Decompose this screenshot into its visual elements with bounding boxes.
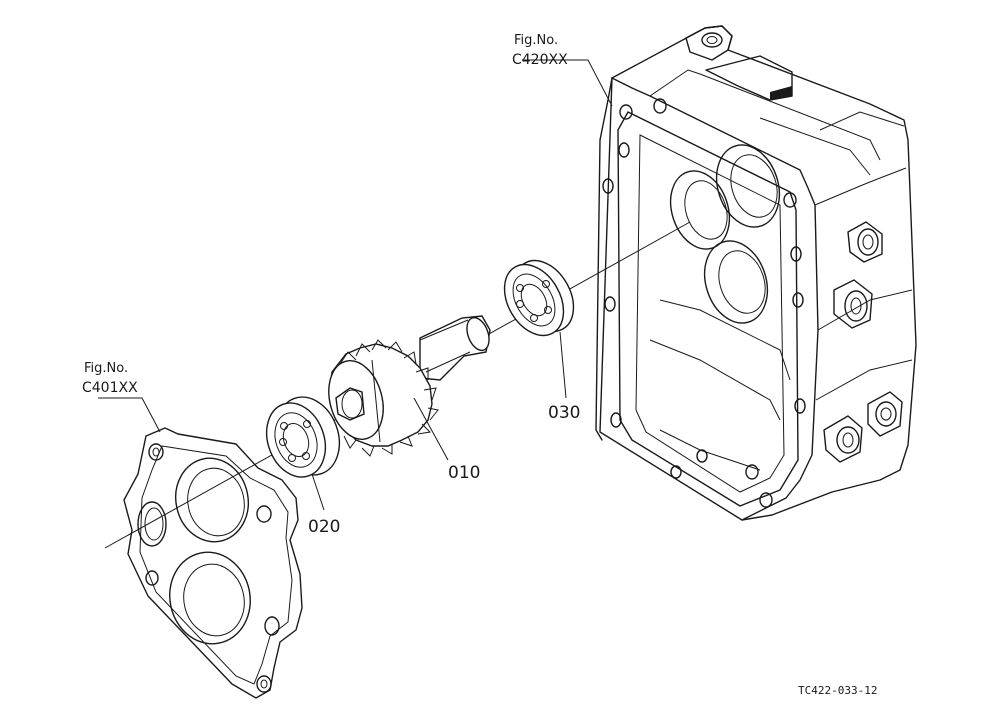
- housing-upper-bore: [669, 144, 781, 250]
- side-boss: [847, 221, 883, 263]
- housing-fig-code: C420XX: [512, 52, 568, 68]
- cover-fig-code: C401XX: [82, 380, 138, 396]
- part-number-020: 020: [308, 517, 340, 537]
- part-number-030: 030: [548, 403, 580, 423]
- housing-bolt-holes: [602, 98, 806, 508]
- part-number-010: 010: [448, 463, 480, 483]
- housing-fig-label: Fig.No.: [514, 33, 558, 48]
- ball-bearing-030: [503, 259, 575, 337]
- ball-bearing-020: [265, 396, 341, 478]
- drawing-code: TC422-033-12: [798, 684, 877, 697]
- gear-case-housing: [595, 25, 917, 521]
- side-boss: [833, 279, 873, 329]
- cover-fig-label: Fig.No.: [84, 361, 128, 376]
- leader-lines: [98, 59, 613, 511]
- gear-shaft-010: [328, 315, 491, 457]
- bearing-cover-plate: [123, 427, 303, 699]
- side-boss: [823, 391, 903, 463]
- housing-lower-bore: [703, 240, 769, 324]
